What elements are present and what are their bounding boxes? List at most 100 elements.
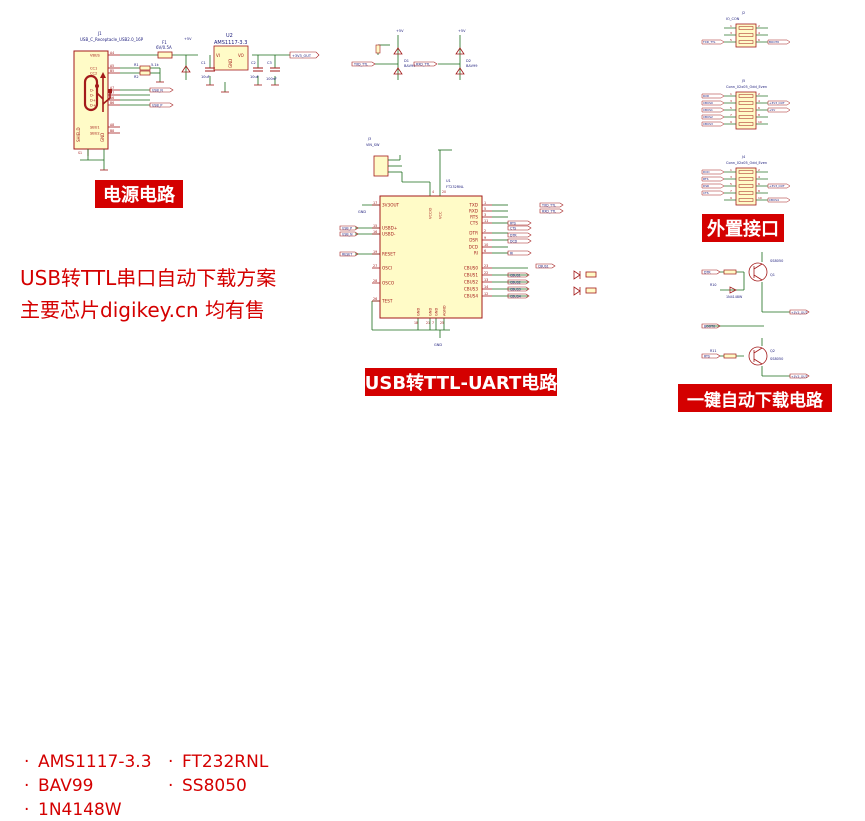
ft232-net-flag [507,238,532,244]
cbus-net-label: CBUS4 [510,294,521,298]
j4-ref: J4 [741,155,746,159]
c2-ref: C2 [251,61,256,65]
c1-value: 10uF [201,75,210,79]
parts-bullet-3: · [24,776,30,796]
part-ams1117: AMS1117-3.3 [38,752,152,772]
ft232-net-labels: TXD_TTLRXD_TTLRTSCTSDTRDCDRICBUS1CBUS2CB… [507,202,564,299]
iface-pin-number: 4 [758,175,760,179]
ft232-top-pin-name: VCC [438,211,442,219]
iface-net-label: TXD_TTL [702,40,716,44]
usb-n-net-flag [149,87,174,93]
regulator-gnd: GND [228,59,233,68]
iface-pin-number: 4 [758,99,760,103]
transistor-internals [753,263,763,365]
ft232-net-label: CTS [510,226,516,230]
autodl-wires [706,252,790,377]
cbus-net-flag [535,263,556,269]
ft232-net-label: DTR [510,233,517,237]
iface-pin-pad [738,170,754,174]
fuse-ref: F1 [162,40,167,45]
usb-pin-number: A5 [110,64,114,68]
iface-net-label: +3V3_OUT [769,184,785,188]
switch-ref: J3 [367,137,371,141]
iface-pin-pad [738,122,754,126]
j2-ref: J2 [741,11,745,15]
plus5v-label: +5V [184,37,192,41]
ft232-net-flag [507,250,532,256]
regulator-name: AMS1117-3.3 [214,40,247,46]
regulator-ref: U2 [226,33,233,39]
ft232-pin-name: DSR [469,237,478,242]
ft232-pin-number: 26 [373,297,377,301]
iface-net-label: +3V3_OUT [769,101,785,105]
ft232-pin-number: 17 [373,201,377,205]
ft232-net-flag [507,220,532,226]
tvs-diode-icon [181,65,191,73]
d1-part: BAV99 [404,64,415,68]
usb-p-net-flag [149,102,174,108]
ft232-pin-number: 14 [484,285,488,289]
usb-pin-list: VBUSA4CC1A5CC2B5D-A7D-B7D+A6D+B6SBU1A8SB… [78,51,120,156]
iface-pin-number: 5 [730,106,732,110]
r-value: 5.1k [151,63,160,67]
iface-pin-number: 6 [758,38,760,42]
part-ft232rnl: FT232RNL [182,752,269,772]
d2-upper-diode-icon [455,47,465,55]
d1-upper-diode-icon [393,47,403,55]
iface-net-flag [767,39,791,45]
usb-pin-name: VBUS [90,53,101,57]
ft232-top-pin-number: 4 [432,190,434,194]
cbus-net-label: CBUS3 [510,287,521,291]
usb-pin-name: CC1 [90,66,97,70]
uart-usb-n-label: USB_N [342,232,353,236]
iface-pin-number: 8 [758,189,760,193]
iface-pin-pad [738,198,754,202]
ft232-bottom-pin-name: GND [434,308,438,316]
ft232-bottom-pin-number: 18 [414,321,418,325]
diode-net1-label: TXD_TTL [353,62,368,66]
parts-bullet-5: · [24,800,30,820]
ft232-pin-name: 3V3OUT [382,202,400,207]
iface-pin-number: 8 [758,113,760,117]
schematic-canvas: J1 USB_C_Receptacle_USB2.0_16P SHIELD GN… [73,11,810,378]
j4-name: Conn_02x05_Odd_Even [726,161,767,165]
iface-net-flag [767,100,791,106]
usb-trident-arrow-icon [100,72,106,78]
ft232-pin-number: 12 [484,292,488,296]
usb-pin-name: D+ [90,103,96,107]
vin-switch-j3 [373,155,389,177]
usb-pin-number: A6 [110,96,114,100]
diode-net2-flag [413,61,438,67]
resistor-r1 [139,65,151,71]
cbus-leds [573,270,597,296]
usb-pin-number: B8 [110,129,114,133]
ft232-net-label: DCD [510,239,518,243]
ft232-top-pin-name: VCCIO [428,207,432,219]
ic-ref: U1 [446,179,451,183]
iface-pin-pad [738,177,754,181]
iface-pin-number: 10 [758,196,762,200]
usb-pin-number: B6 [110,101,114,105]
iface-pin-number: 7 [730,113,732,117]
ft232-pin-number: 15 [373,224,377,228]
ft232-pin-number: 10 [484,243,488,247]
usb-shield-pin-number: S1 [78,151,82,155]
usb-pin-number: B7 [110,91,114,95]
j2-name: IO_CON [726,17,740,21]
iface-pin-pad [738,40,754,44]
dtr-net-flag [701,269,721,275]
d1-lower-diode-icon [393,67,403,75]
out-net-label-2: +3V3_OUT [791,374,807,378]
uart-block: J3 VIN_SW U1 FT232RNL [339,137,597,347]
iface-net-label: BOOT0 [769,40,779,44]
ft232-pin-number: 1 [484,201,486,205]
iface-net-flag [701,114,725,120]
iface-pin-number: 9 [730,120,732,124]
resistor-r10 [723,269,737,275]
iface-net-flag [701,100,725,106]
capacitors [205,67,280,72]
autodl-block-title: 一键自动下载电路 [678,384,832,412]
ft232-pin-number: 22 [484,271,488,275]
